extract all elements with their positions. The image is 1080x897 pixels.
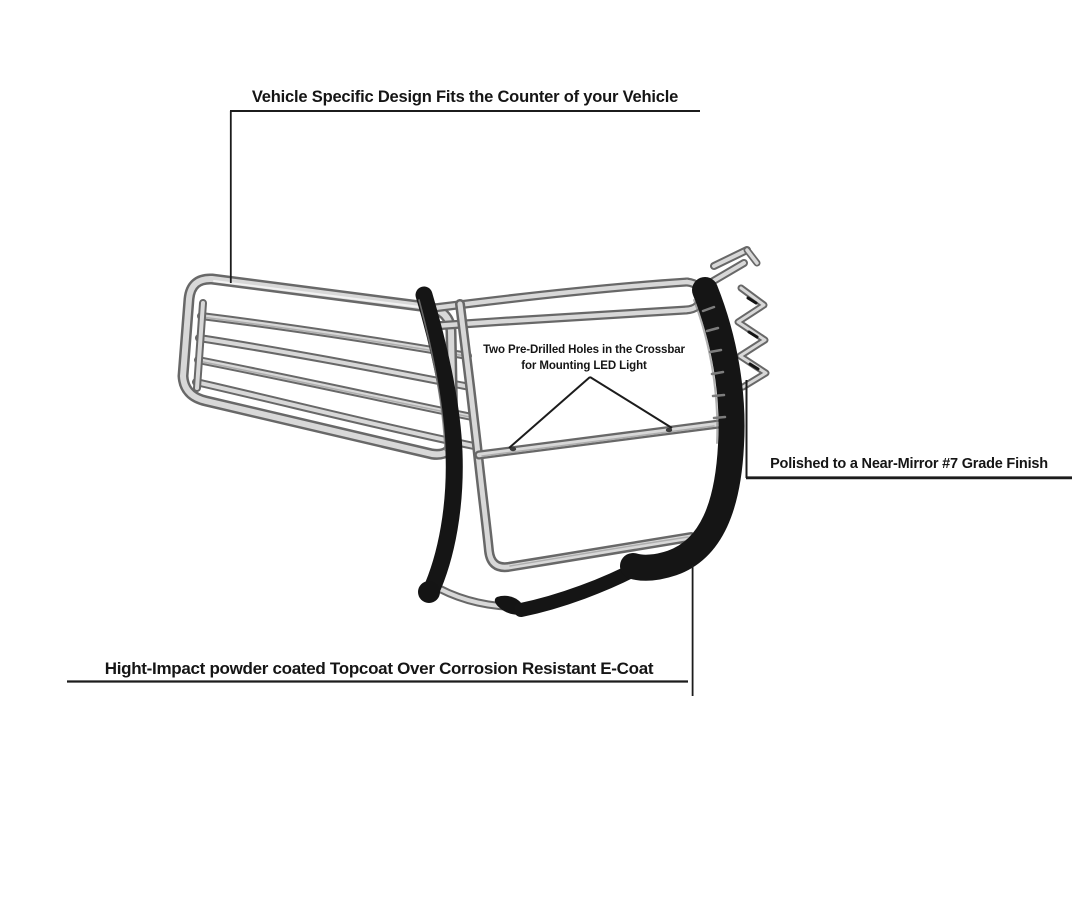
top-crossbar-loop xyxy=(429,277,706,331)
headlight-guard-hoop xyxy=(177,273,459,460)
mounting-brackets-zigzag xyxy=(710,246,770,391)
crossbar-callout-right-line xyxy=(589,376,673,429)
annotation-predrilled-holes-line1: Two Pre-Drilled Holes in the Crossbar xyxy=(483,344,685,356)
led-crossbar xyxy=(474,419,724,460)
left-upright-and-lower-crossbar xyxy=(455,299,696,573)
annotation-powder-coat: Hight-Impact powder coated Topcoat Over … xyxy=(104,659,654,678)
predrilled-hole-left xyxy=(509,446,517,452)
bottom-black-skid xyxy=(494,559,648,617)
annotation-polished-finish: Polished to a Near-Mirror #7 Grade Finis… xyxy=(770,456,1048,472)
right-black-bracket xyxy=(620,277,745,581)
leader-lines xyxy=(67,110,1072,696)
left-black-bracket xyxy=(415,286,463,603)
annotation-predrilled-holes-line2: for Mounting LED Light xyxy=(521,359,647,372)
predrilled-hole-right xyxy=(665,427,673,433)
crossbar-callout-left-line xyxy=(508,376,591,449)
annotation-predrilled-holes: Two Pre-Drilled Holes in the Crossbar fo… xyxy=(458,343,710,374)
annotation-vehicle-specific: Vehicle Specific Design Fits the Counter… xyxy=(251,88,679,106)
